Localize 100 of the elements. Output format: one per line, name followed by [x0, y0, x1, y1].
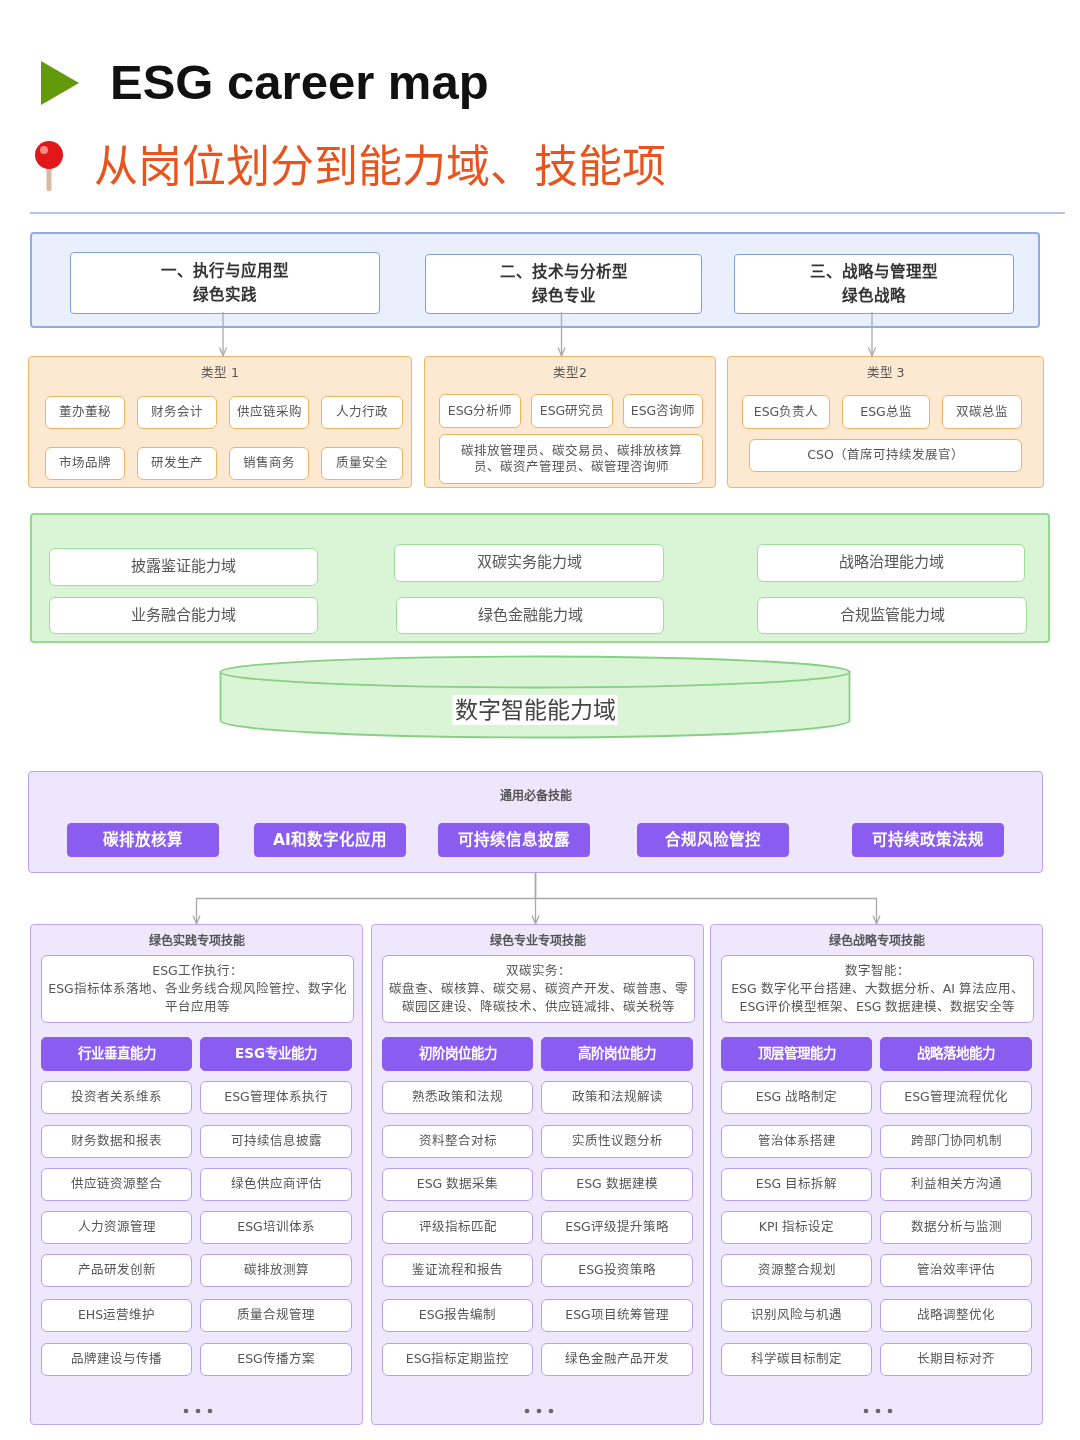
panel-title: 绿色实践专项技能 — [148, 933, 245, 949]
skill-item: EHS运营维护 — [41, 1299, 192, 1332]
skill-item: 利益相关方沟通 — [880, 1168, 1032, 1201]
job-box: 人力行政 — [321, 396, 403, 429]
skill-item: ESG 数据采集 — [382, 1168, 533, 1201]
skill-item: 供应链资源整合 — [41, 1168, 192, 1201]
role-name: 绿色实践 — [193, 285, 257, 306]
description-text: ESG 数字化平台搭建、大数据分析、AI 算法应用、ESG评价模型框架、ESG 数据建模、数据安全等 — [730, 980, 1025, 1016]
role-box — [734, 254, 1014, 314]
skill-item: 政策和法规解读 — [541, 1081, 693, 1114]
skill-item: 可持续信息披露 — [200, 1125, 352, 1158]
role-name: 绿色战略 — [842, 286, 906, 307]
description-heading: 双碳实务： — [506, 962, 571, 980]
level-header: 顶层管理能力 — [721, 1037, 872, 1071]
skill-item: 碳排放测算 — [200, 1254, 352, 1287]
skill-item: ESG 目标拆解 — [721, 1168, 872, 1201]
domain-box: 战略治理能力域 — [757, 544, 1025, 582]
job-box: 碳排放管理员、碳交易员、碳排放核算员、碳资产管理员、碳管理咨询师 — [439, 434, 703, 484]
job-box: ESG总监 — [842, 395, 930, 429]
domain-box: 双碳实务能力域 — [394, 544, 664, 582]
arrow — [557, 311, 566, 357]
skill-item: KPI 指标设定 — [721, 1211, 872, 1244]
role-name: 绿色专业 — [531, 286, 596, 307]
role-title: 一、执行与应用型 — [161, 260, 289, 282]
description-text: 碳盘查、碳核算、碳交易、碳资产开发、碳普惠、零碳园区建设、降碳技术、供应链减排、碳关税等 — [389, 980, 688, 1016]
skill-item: ESG管理体系执行 — [200, 1081, 352, 1114]
skill-item: ESG传播方案 — [200, 1343, 352, 1376]
skill-pill: 可持续信息披露 — [438, 823, 590, 857]
description-heading: 数字智能： — [845, 962, 910, 980]
skill-item: 财务数据和报表 — [41, 1125, 192, 1158]
skill-item: ESG 战略制定 — [721, 1081, 872, 1114]
skill-item: 跨部门协同机制 — [880, 1125, 1032, 1158]
job-box: 双碳总监 — [942, 395, 1022, 429]
domain-box: 合规监管能力域 — [757, 597, 1027, 634]
job-box: 质量安全 — [321, 447, 403, 480]
panel-title: 类型 1 — [201, 365, 239, 381]
role-title: 三、战略与管理型 — [810, 262, 938, 283]
job-box: ESG咨询师 — [623, 394, 703, 428]
skill-item: ESG指标定期监控 — [382, 1343, 533, 1376]
skill-pill: AI和数字化应用 — [254, 823, 406, 857]
subtitle: 从岗位划分到能力域、技能项 — [94, 141, 666, 192]
level-header: 行业垂直能力 — [41, 1037, 192, 1071]
skill-item: 实质性议题分析 — [541, 1125, 693, 1158]
domain-box: 绿色金融能力域 — [396, 597, 664, 634]
skill-item: 科学碳目标制定 — [721, 1343, 872, 1376]
job-box: 市场品牌 — [45, 447, 125, 480]
panel-title: 通用必备技能 — [499, 788, 572, 804]
panel-title: 绿色专业专项技能 — [489, 933, 586, 949]
skill-item: ESG投资策略 — [541, 1254, 693, 1287]
skill-item: 绿色供应商评估 — [200, 1168, 352, 1201]
skill-item: 长期目标对齐 — [880, 1343, 1032, 1376]
skills-column — [710, 924, 1043, 1425]
skills-column — [30, 924, 363, 1425]
skill-item: 绿色金融产品开发 — [541, 1343, 693, 1376]
skill-item: ESG报告编制 — [382, 1299, 533, 1332]
type-panel — [424, 356, 716, 488]
role-title: 二、技术与分析型 — [499, 262, 628, 283]
type-panel — [727, 356, 1044, 488]
domain-band — [30, 513, 1050, 643]
role-box — [425, 254, 702, 314]
level-header: 初阶岗位能力 — [382, 1037, 533, 1071]
domain-box: 披露鉴证能力域 — [49, 548, 318, 586]
skills-column — [371, 924, 704, 1425]
skill-pill: 可持续政策法规 — [852, 823, 1004, 857]
job-box: 销售商务 — [229, 447, 309, 480]
skills-panel — [28, 771, 1043, 873]
description-text: ESG指标体系落地、各业务线合规风险管控、数字化平台应用等 — [48, 980, 347, 1016]
skill-item: 管治体系搭建 — [721, 1125, 872, 1158]
skill-item: 产品研发创新 — [41, 1254, 192, 1287]
job-box: 财务会计 — [137, 396, 217, 429]
skill-item: ESG评级提升策略 — [541, 1211, 693, 1244]
job-box: ESG研究员 — [531, 394, 613, 428]
job-box: ESG负责人 — [742, 395, 830, 429]
skill-item: ESG项目统筹管理 — [541, 1299, 693, 1332]
description-box — [382, 955, 695, 1023]
skill-item: 资料整合对标 — [382, 1125, 533, 1158]
skill-item: 鉴证流程和报告 — [382, 1254, 533, 1287]
description-heading: ESG工作执行： — [152, 962, 243, 980]
skill-item: ESG培训体系 — [200, 1211, 352, 1244]
skill-item: 战略调整优化 — [880, 1299, 1032, 1332]
skill-item: ESG 数据建模 — [541, 1168, 693, 1201]
skill-item: 人力资源管理 — [41, 1211, 192, 1244]
skill-item: 资源整合规划 — [721, 1254, 872, 1287]
panel-title: 类型2 — [553, 365, 587, 381]
skill-item: 质量合规管理 — [200, 1299, 352, 1332]
job-box: 董办董秘 — [45, 396, 125, 429]
role-band — [30, 232, 1040, 328]
domain-box: 业务融合能力域 — [49, 597, 318, 634]
job-box: 研发生产 — [137, 447, 217, 480]
job-box: 供应链采购 — [229, 396, 309, 429]
skill-item: 熟悉政策和法规 — [382, 1081, 533, 1114]
description-box — [721, 955, 1034, 1023]
skill-pill: 碳排放核算 — [67, 823, 219, 857]
job-box: CSO（首席可持续发展官） — [749, 439, 1022, 472]
level-header: 高阶岗位能力 — [541, 1037, 693, 1071]
database-cylinder — [219, 655, 851, 739]
skill-item: 投资者关系维系 — [41, 1081, 192, 1114]
panel-title: 绿色战略专项技能 — [828, 933, 925, 949]
arrow — [218, 311, 228, 357]
skill-item: 识别风险与机遇 — [721, 1299, 872, 1332]
